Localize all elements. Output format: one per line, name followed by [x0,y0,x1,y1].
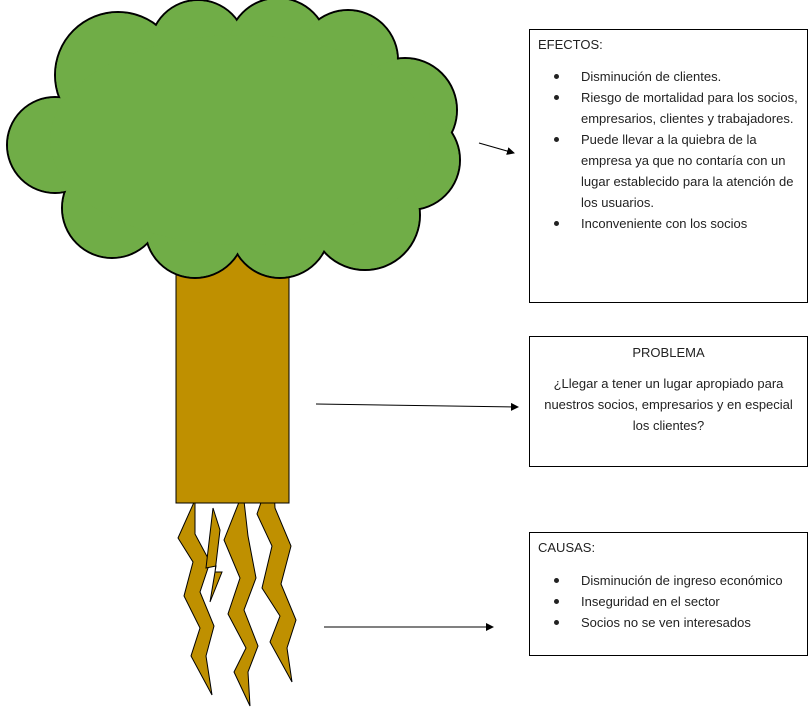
causes-list: Disminución de ingreso económico Insegur… [538,570,807,633]
effects-item: Disminución de clientes. [538,66,807,87]
effects-title: EFECTOS: [538,34,807,55]
root-1 [178,500,214,695]
causes-box: CAUSAS: Disminución de ingreso económico… [529,532,808,656]
effects-item: Puede llevar a la quiebra de la empresa … [538,129,807,213]
problem-box: PROBLEMA ¿Llegar a tener un lugar apropi… [529,336,808,467]
root-2 [206,508,222,602]
effects-box: EFECTOS: Disminución de clientes. Riesgo… [529,29,808,303]
tree-foliage [7,0,460,278]
effects-item: Inconveniente con los socios [538,213,807,234]
tree-roots [178,468,296,706]
effects-item: Riesgo de mortalidad para los socios, em… [538,87,807,129]
causes-item: Inseguridad en el sector [538,591,807,612]
causes-item: Disminución de ingreso económico [538,570,807,591]
effects-arrow [479,143,514,153]
problem-text: ¿Llegar a tener un lugar apropiado para … [536,373,801,436]
causes-item: Socios no se ven interesados [538,612,807,633]
problem-arrow [316,404,518,407]
causes-title: CAUSAS: [538,537,807,558]
problem-title: PROBLEMA [536,342,801,363]
root-3 [224,492,258,706]
effects-list: Disminución de clientes. Riesgo de morta… [538,66,807,234]
tree-trunk [176,255,289,503]
